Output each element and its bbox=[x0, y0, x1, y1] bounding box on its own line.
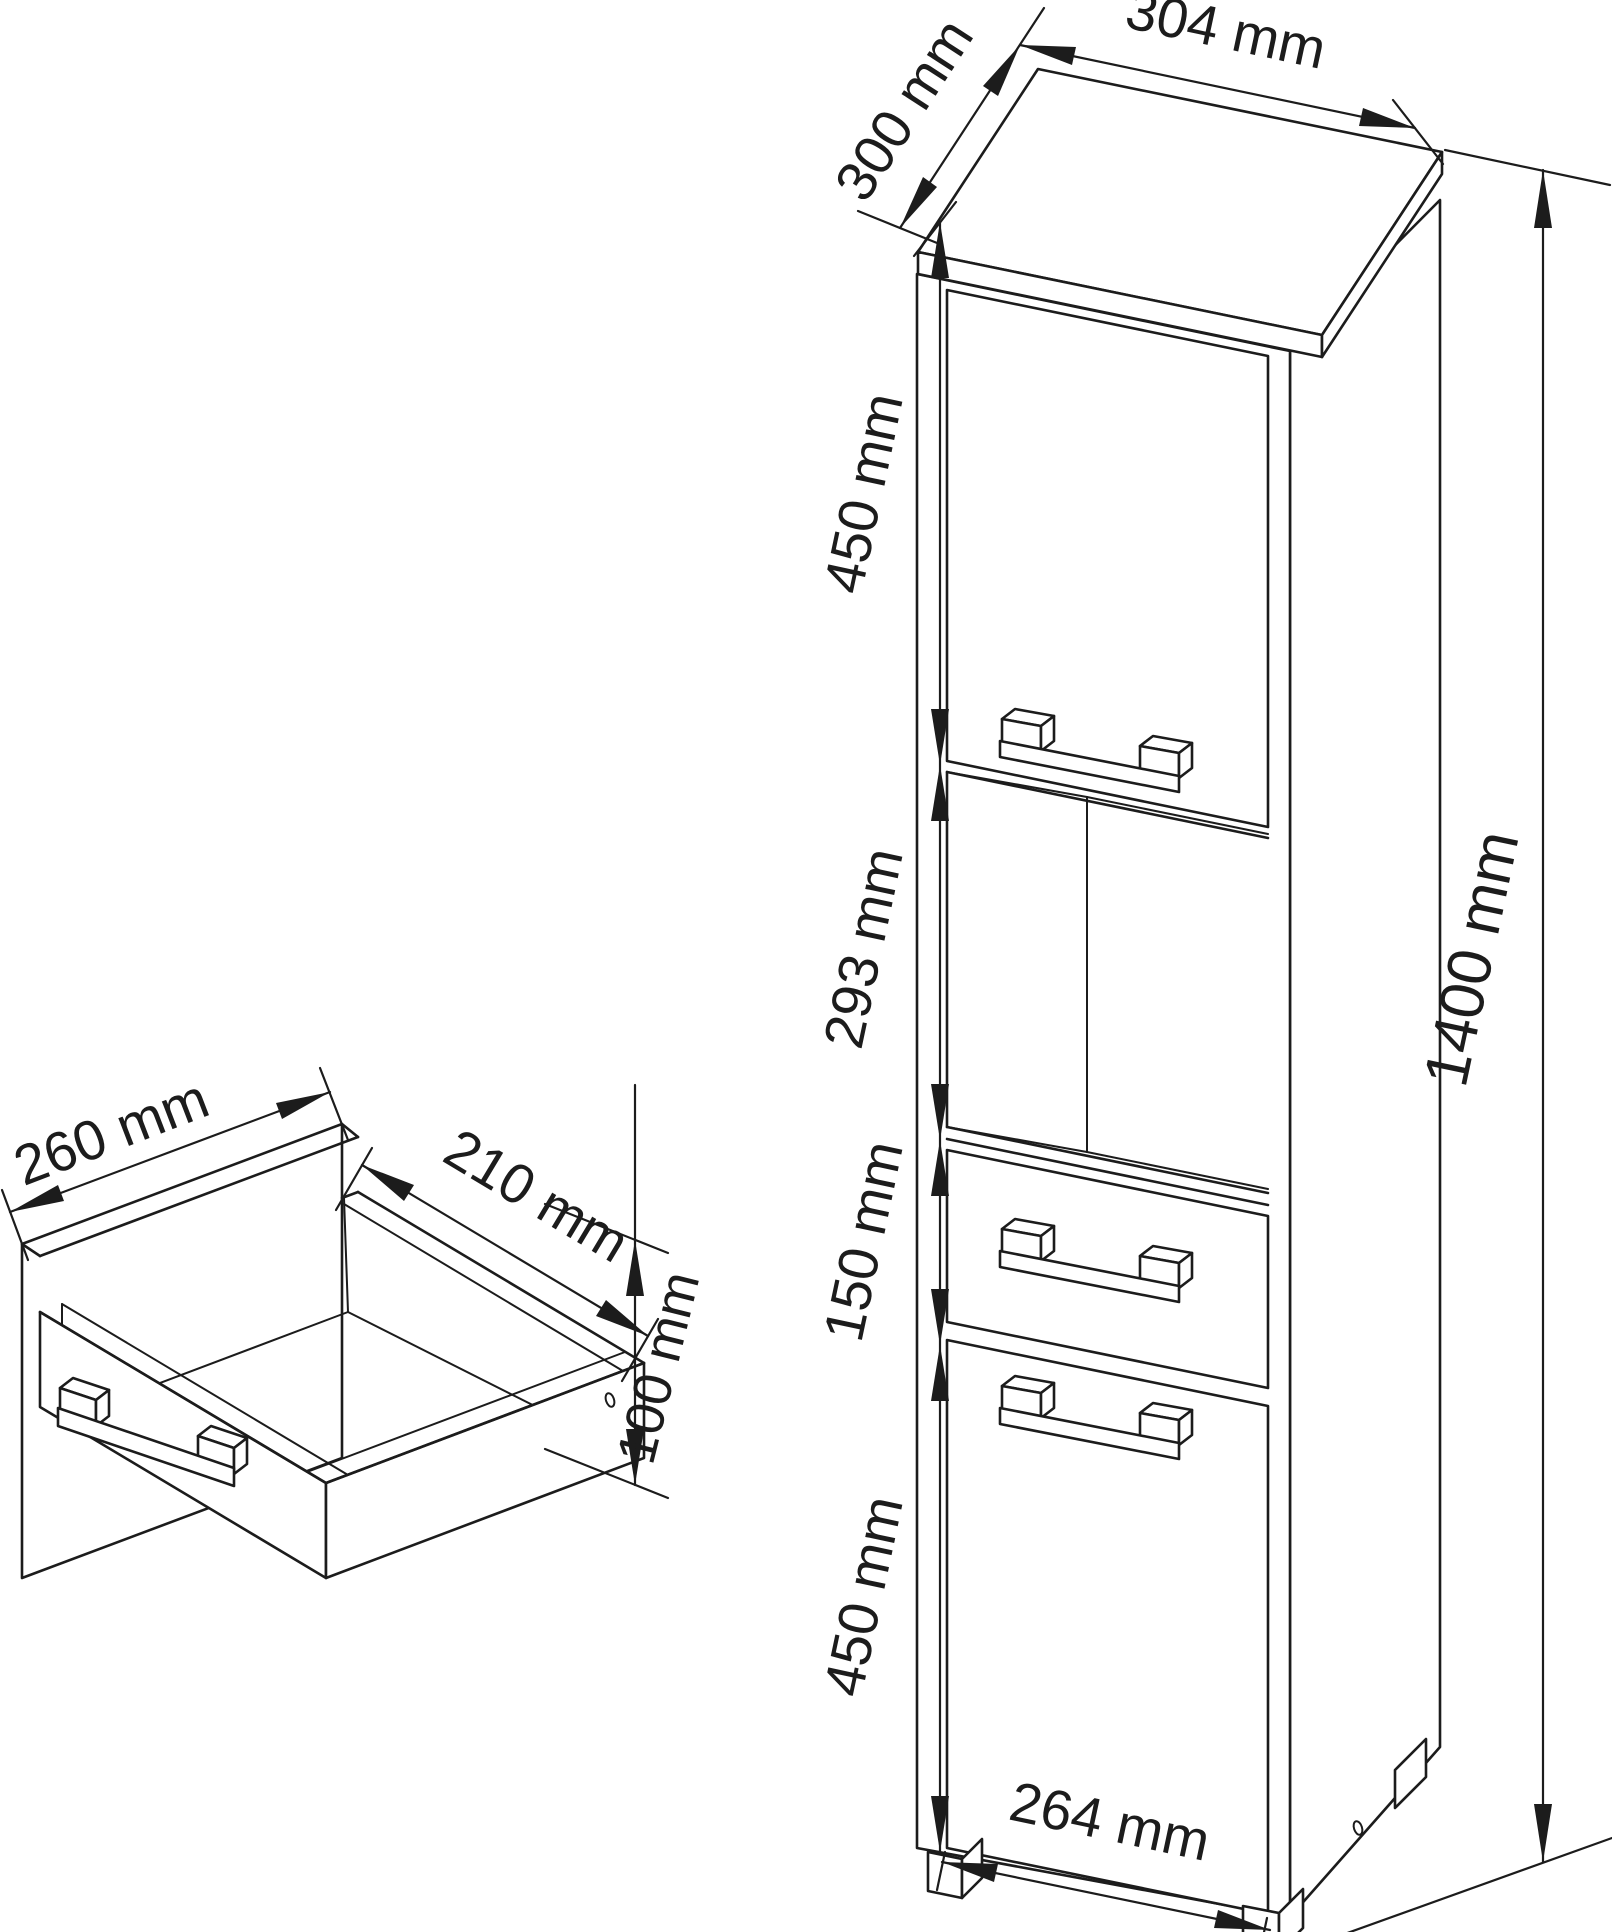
dim-drawer-height-label: 100 mm bbox=[606, 1266, 711, 1470]
dim-niche-height: 293 mm bbox=[811, 842, 915, 1053]
back-right-foot bbox=[1393, 1737, 1428, 1810]
drawer-front bbox=[945, 1148, 1270, 1390]
drawer-side-hole bbox=[604, 1392, 616, 1408]
dim-top-depth-label: 300 mm bbox=[822, 7, 985, 211]
dim-drawer-height: 150 mm bbox=[811, 1135, 915, 1346]
top-door bbox=[945, 288, 1270, 829]
dim-top-width-label: 304 mm bbox=[1121, 0, 1332, 81]
drawer-box bbox=[38, 1190, 646, 1580]
side-panel-hole bbox=[1352, 1820, 1364, 1836]
cabinet-top-panel-side-edge bbox=[1320, 150, 1444, 359]
cabinet-fronts bbox=[945, 288, 1270, 1916]
drawer-detail: 260 mm 210 mm 100 mm bbox=[0, 1066, 711, 1580]
front-right-foot-side bbox=[1277, 1887, 1305, 1932]
cabinet-feet bbox=[926, 1737, 1428, 1932]
open-shelf-niche bbox=[945, 770, 1270, 1207]
dim-bottom-door-height: 450 mm bbox=[811, 1490, 915, 1701]
dim-top-door-height: 450 mm bbox=[811, 387, 915, 598]
dim-drawer-width-label: 260 mm bbox=[5, 1066, 216, 1197]
front-left-foot bbox=[926, 1850, 964, 1900]
dim-drawer-depth-label: 210 mm bbox=[434, 1116, 640, 1274]
drawer-detail-handle bbox=[56, 1376, 249, 1488]
